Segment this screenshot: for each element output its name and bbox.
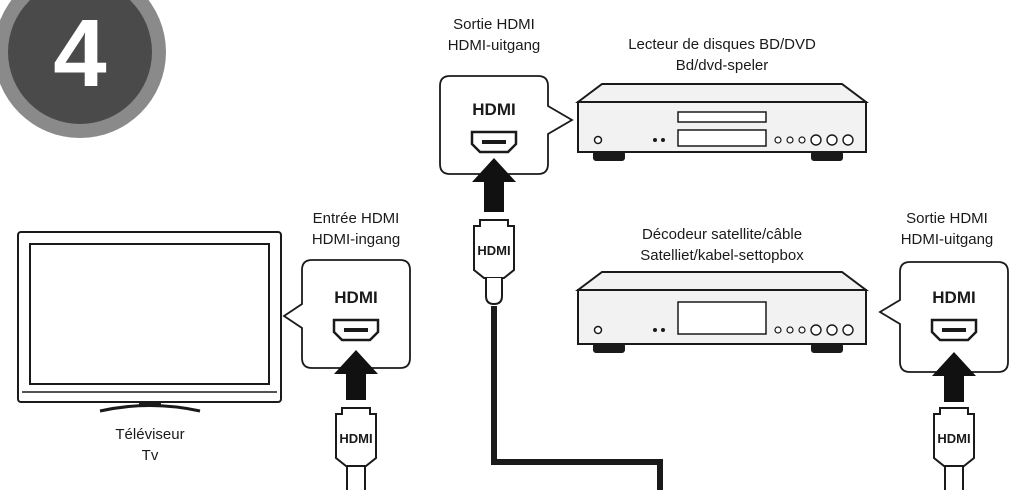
step-number: 4 xyxy=(53,0,106,107)
tv-cable: HDMI xyxy=(334,350,378,490)
bd-output-callout-box xyxy=(439,75,574,175)
stb-output-label-nl: HDMI-uitgang xyxy=(900,231,994,248)
tv-input-callout-box xyxy=(282,259,411,369)
tv-plug-label: HDMI xyxy=(339,431,372,446)
bd-cable: HDMI xyxy=(472,158,663,490)
bd-player-label: Lecteur de disques BD/DVD Bd/dvd-speler xyxy=(592,34,852,76)
bd-disc-tray xyxy=(677,111,767,123)
stb-plug-label: HDMI xyxy=(937,431,970,446)
stb-insert-arrow xyxy=(932,352,976,402)
bd-button-2 xyxy=(786,136,794,144)
stb-hdmi-port-slot xyxy=(942,328,966,332)
stb-cable-stub xyxy=(944,466,964,490)
tv-illustration xyxy=(17,231,282,413)
stb-top xyxy=(575,271,869,291)
tv-input-label-fr: Entrée HDMI xyxy=(312,210,400,227)
stb-output-callout-box xyxy=(878,261,1009,373)
stb-output-callout: HDMI xyxy=(878,261,1009,373)
tv-input-callout: HDMI xyxy=(282,259,411,369)
bd-player-illustration xyxy=(575,83,869,161)
stb-button-2 xyxy=(786,326,794,334)
bd-output-port-label: HDMI xyxy=(472,100,515,119)
tv-label-fr: Téléviseur xyxy=(115,426,185,443)
bd-hdmi-port-slot xyxy=(482,140,506,144)
bd-output-label-fr: Sortie HDMI xyxy=(453,16,535,33)
set-top-box-label: Décodeur satellite/câble Satelliet/kabel… xyxy=(592,224,852,266)
bd-display xyxy=(677,129,767,147)
stb-display xyxy=(677,301,767,335)
tv-stand xyxy=(99,404,201,413)
bd-indicator-2 xyxy=(661,138,665,142)
stb-button-1 xyxy=(774,326,782,334)
bd-hdmi-plug xyxy=(473,219,515,279)
bd-player-label-nl: Bd/dvd-speler xyxy=(675,57,769,74)
stb-cable: HDMI xyxy=(932,352,976,490)
bd-output-label: Sortie HDMI HDMI-uitgang xyxy=(424,14,564,56)
bd-plug-label: HDMI xyxy=(477,243,510,258)
tv-hdmi-port-slot xyxy=(344,328,368,332)
bd-button-6 xyxy=(842,134,854,146)
tv-label: Téléviseur Tv xyxy=(90,424,210,466)
stb-indicator-1 xyxy=(653,328,657,332)
bd-indicator-1 xyxy=(653,138,657,142)
bd-button-5 xyxy=(826,134,838,146)
step-badge: 4 xyxy=(0,0,166,138)
tv-input-port-label: HDMI xyxy=(334,288,377,307)
bd-button-4 xyxy=(810,134,822,146)
tv-input-label: Entrée HDMI HDMI-ingang xyxy=(286,208,426,250)
set-top-box-label-fr: Décodeur satellite/câble xyxy=(641,226,803,243)
tv-label-nl: Tv xyxy=(141,447,159,464)
stb-button-6 xyxy=(842,324,854,336)
bd-plug-strain-relief xyxy=(485,278,503,306)
bd-foot-right xyxy=(811,151,843,161)
step-badge-disc xyxy=(8,0,152,124)
stb-button-4 xyxy=(810,324,822,336)
bd-insert-arrow xyxy=(472,158,516,212)
stb-button-5 xyxy=(826,324,838,336)
bd-cable-line xyxy=(491,306,663,490)
stb-foot-left xyxy=(593,343,625,353)
stb-output-label-fr: Sortie HDMI xyxy=(906,210,988,227)
set-top-box-illustration xyxy=(575,271,869,353)
stb-power-button xyxy=(593,325,603,335)
bd-button-1 xyxy=(774,136,782,144)
bd-player-top xyxy=(575,83,869,103)
tv-screen xyxy=(29,243,270,385)
bd-power-button xyxy=(593,135,603,145)
stb-button-3 xyxy=(798,326,806,334)
bd-output-label-nl: HDMI-uitgang xyxy=(447,37,541,54)
bd-output-callout: HDMI xyxy=(439,75,574,175)
tv-insert-arrow xyxy=(334,350,378,400)
tv-cable-stub xyxy=(346,466,366,490)
bd-foot-left xyxy=(593,151,625,161)
stb-output-label: Sortie HDMI HDMI-uitgang xyxy=(884,208,1010,250)
bd-player-label-fr: Lecteur de disques BD/DVD xyxy=(628,36,816,53)
set-top-box-label-nl: Satelliet/kabel-settopbox xyxy=(640,247,804,264)
stb-output-port-label: HDMI xyxy=(932,288,975,307)
stb-indicator-2 xyxy=(661,328,665,332)
stb-foot-right xyxy=(811,343,843,353)
bd-button-3 xyxy=(798,136,806,144)
tv-input-label-nl: HDMI-ingang xyxy=(311,231,401,248)
